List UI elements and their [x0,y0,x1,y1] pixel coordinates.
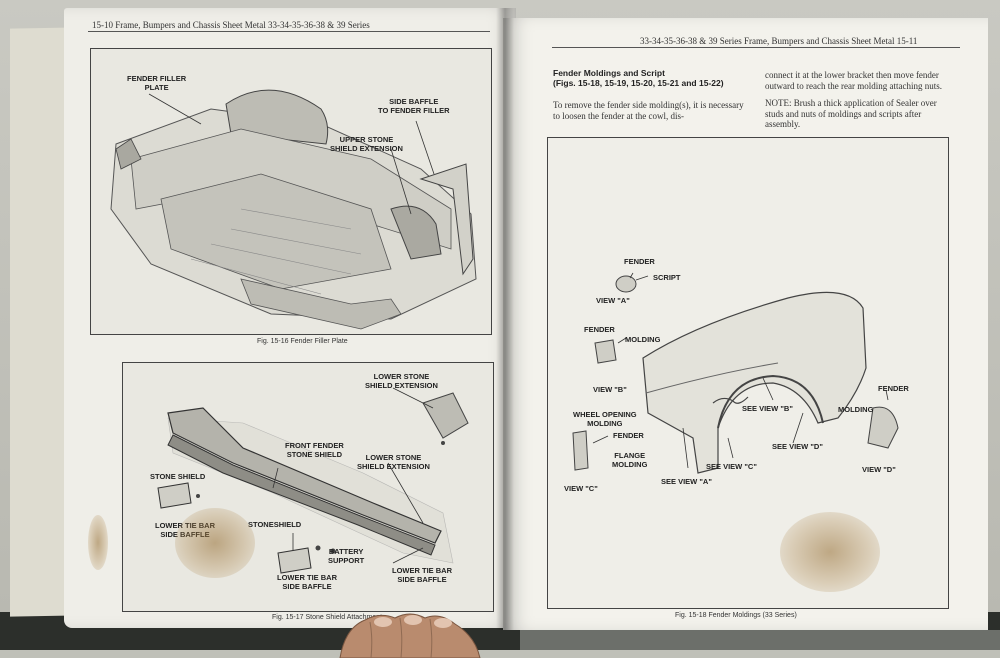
label-script: SCRIPT [653,273,681,282]
label-view-c: VIEW "C" [564,484,598,493]
label-view-a: VIEW "A" [596,296,630,305]
label-molding-b: MOLDING [625,335,661,344]
label-fender-filler-plate: FENDER FILLER PLATE [127,74,187,92]
water-stain-right [780,512,880,592]
water-stain-edge [88,515,108,570]
label-stoneshield: STONESHIELD [248,520,302,529]
figure-stone-shield-attachment [122,362,494,612]
label-see-view-c: SEE VIEW "C" [706,462,757,471]
caption-fig-15-16: Fig. 15-16 Fender Filler Plate [257,338,348,345]
label-wheel-opening-molding: WHEEL OPENING MOLDING [573,410,637,428]
fender-moldings-drawing [572,272,899,474]
label-flange-molding: FLANGE MOLDING [612,451,648,469]
figure-fender-moldings [547,137,949,609]
fender-filler-plate-drawing [110,89,477,330]
label-lower-stone-shield-ext-top: LOWER STONE SHIELD EXTENSION [365,372,438,390]
label-stone-shield: STONE SHIELD [150,472,206,481]
right-header-rule [552,47,960,48]
label-fender-a: FENDER [624,257,655,266]
caption-fig-15-18: Fig. 15-18 Fender Moldings (33 Series) [675,612,797,619]
hand-holding-page [339,613,481,658]
label-see-view-a: SEE VIEW "A" [661,477,712,486]
paragraph-1: To remove the fender side molding(s), it… [553,100,744,121]
label-upper-stone-shield: UPPER STONE SHIELD EXTENSION [330,135,403,153]
label-side-baffle: SIDE BAFFLE TO FENDER FILLER [378,97,450,115]
label-battery-support: BATTERY SUPPORT [328,547,365,565]
section-title: Fender Moldings and Script (Figs. 15-18,… [553,68,724,88]
label-lower-tie-bar-right: LOWER TIE BAR SIDE BAFFLE [392,566,452,584]
label-view-d: VIEW "D" [862,465,896,474]
note-paragraph: NOTE: Brush a thick application of Seale… [765,98,937,129]
right-page-header: 33-34-35-36-38 & 39 Series Frame, Bumper… [640,36,918,46]
caption-fig-15-17: Fig. 15-17 Stone Shield Attachment [272,614,383,621]
floor-highlight [520,630,1000,650]
label-molding-d: MOLDING [838,405,874,414]
left-header-rule [88,31,490,32]
label-fender-b: FENDER [584,325,615,334]
label-lower-tie-bar-bottom: LOWER TIE BAR SIDE BAFFLE [277,573,337,591]
water-stain-left [175,508,255,578]
book-gutter [496,8,514,630]
label-fender-c: FENDER [613,431,644,440]
left-page-header: 15-10 Frame, Bumpers and Chassis Sheet M… [92,20,370,30]
label-view-b: VIEW "B" [593,385,627,394]
figure-fender-filler-plate [90,48,492,335]
label-lower-stone-shield-ext-mid: LOWER STONE SHIELD EXTENSION [357,453,430,471]
paragraph-2: connect it at the lower bracket then mov… [765,70,942,91]
label-fender-d: FENDER [878,384,909,393]
stone-shield-drawing [157,387,469,574]
label-see-view-d: SEE VIEW "D" [772,442,823,451]
label-see-view-b: SEE VIEW "B" [742,404,793,413]
label-front-fender-stone-shield: FRONT FENDER STONE SHIELD [285,441,344,459]
